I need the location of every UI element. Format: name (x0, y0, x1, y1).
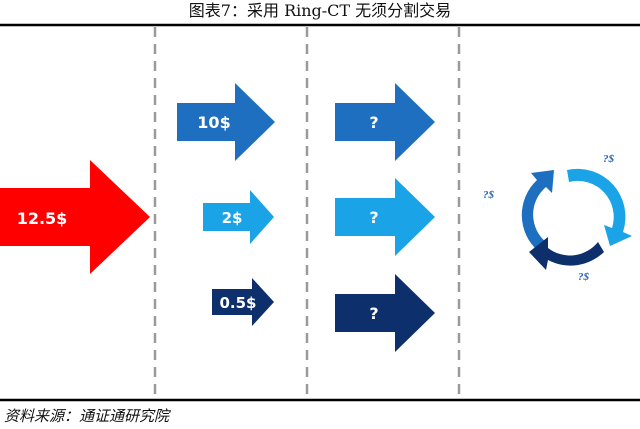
mixed-arrow-2 (335, 178, 435, 256)
cycle-arrow-right-icon (567, 168, 632, 246)
output-arrow-0-5-label: 0.5$ (219, 294, 256, 312)
output-arrow-2 (203, 190, 274, 244)
cycle-mark-left: ?$ (483, 189, 495, 201)
mixed-arrow-2-label: ? (369, 208, 378, 227)
output-arrow-0-5 (212, 278, 274, 326)
input-arrow-label: 12.5$ (17, 209, 68, 228)
output-arrow-2-label: 2$ (222, 209, 243, 227)
source-note: 资料来源：通证通研究院 (4, 407, 170, 425)
output-arrow-10-label: 10$ (197, 113, 230, 132)
cycle-mark-bottom: ?$ (578, 271, 590, 283)
cycle-arrow-bottom-icon (529, 237, 604, 270)
mixed-arrow-3 (335, 274, 435, 352)
mixed-arrow-3-label: ? (369, 304, 378, 323)
figure-title: 图表7：采用 Ring-CT 无须分割交易 (188, 1, 452, 20)
input-arrow (0, 160, 150, 274)
output-arrow-10 (177, 83, 275, 161)
cycle-mark-top-right: ?$ (603, 153, 615, 165)
mixed-arrow-1 (335, 83, 435, 161)
cycle-icon (521, 168, 632, 270)
cycle-arrow-left-icon (521, 170, 554, 251)
mixed-arrow-1-label: ? (369, 113, 378, 132)
